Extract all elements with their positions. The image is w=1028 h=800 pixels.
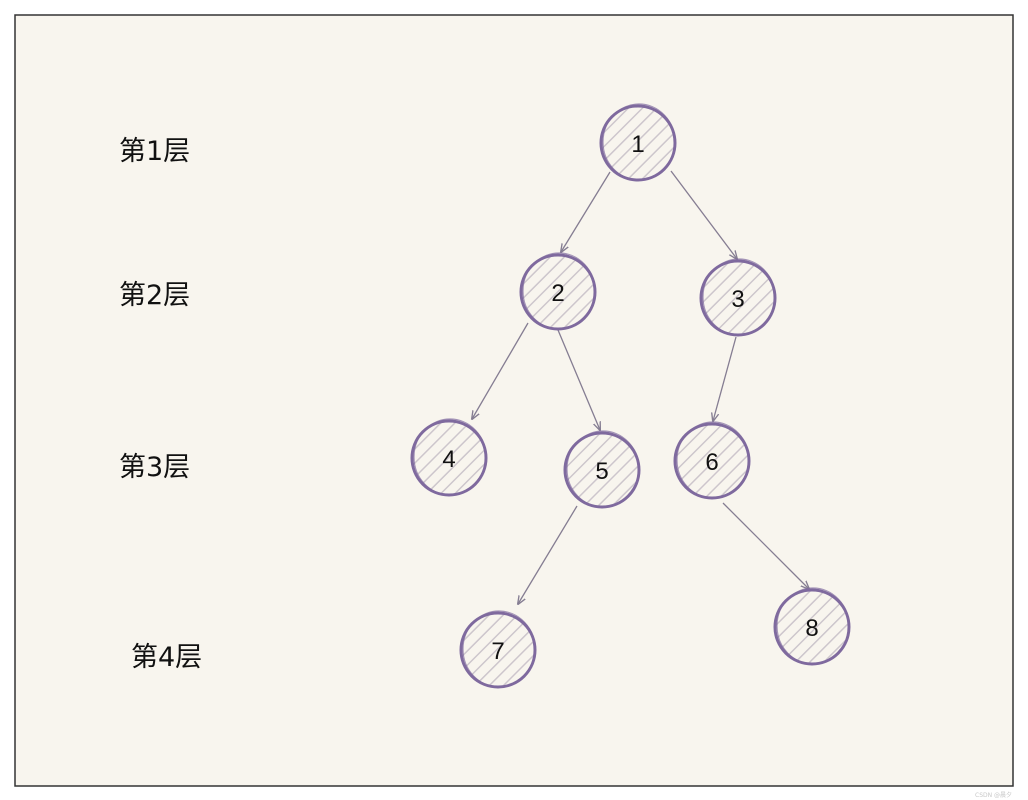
tree-node-7: 7 xyxy=(459,610,537,689)
level-label-1: 第1层 xyxy=(119,136,190,167)
node-label: 8 xyxy=(805,615,818,642)
edge-6-8 xyxy=(722,502,809,589)
node-label: 7 xyxy=(491,638,504,665)
tree-node-1: 1 xyxy=(599,103,677,182)
node-label: 1 xyxy=(631,131,644,158)
edge-1-3 xyxy=(670,170,737,259)
tree-edges xyxy=(472,170,809,604)
node-label: 4 xyxy=(442,446,455,473)
edge-3-6 xyxy=(713,336,737,421)
level-label-2: 第2层 xyxy=(119,280,190,311)
node-label: 5 xyxy=(595,458,608,485)
edge-1-2 xyxy=(561,171,611,252)
node-label: 2 xyxy=(551,280,564,307)
tree-node-4: 4 xyxy=(410,418,488,497)
node-label: 6 xyxy=(705,449,718,476)
tree-node-6: 6 xyxy=(673,421,751,500)
node-sketch-outline xyxy=(462,610,536,688)
tree-node-3: 3 xyxy=(699,258,777,337)
node-sketch-outline xyxy=(566,430,640,508)
node-sketch-outline xyxy=(676,421,750,499)
node-sketch-outline xyxy=(522,252,596,330)
watermark: CSDN @晨夕 xyxy=(975,791,1012,799)
edge-2-5 xyxy=(557,329,600,430)
node-sketch-outline xyxy=(413,418,487,496)
edge-2-4 xyxy=(472,322,529,419)
node-sketch-outline xyxy=(776,587,850,665)
tree-node-5: 5 xyxy=(563,430,641,509)
level-label-4: 第4层 xyxy=(131,642,202,673)
tree-nodes: 1 2 3 4 5 6 7 8 xyxy=(410,103,851,689)
node-sketch-outline xyxy=(702,258,776,336)
edge-5-7 xyxy=(518,505,578,604)
tree-node-2: 2 xyxy=(519,252,597,331)
level-label-3: 第3层 xyxy=(119,452,190,483)
node-label: 3 xyxy=(731,286,744,313)
tree-node-8: 8 xyxy=(773,587,851,666)
node-sketch-outline xyxy=(602,103,676,181)
